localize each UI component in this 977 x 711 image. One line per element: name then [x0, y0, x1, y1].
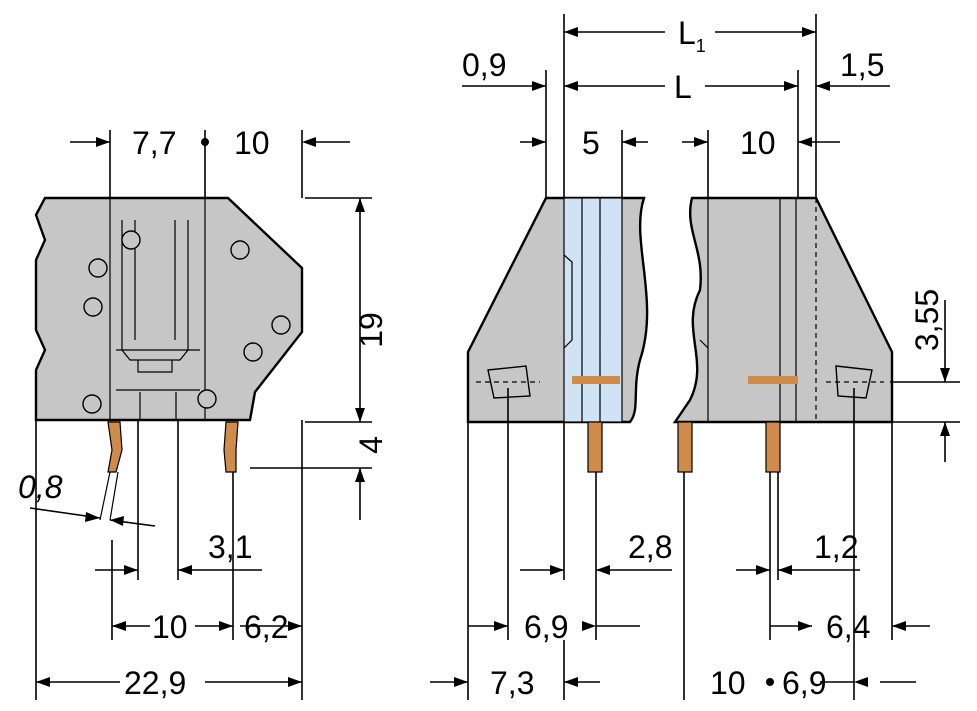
front-view-pin	[587, 421, 603, 473]
side-view-housing	[34, 196, 304, 422]
front-view-marker-left	[487, 365, 531, 399]
dim-2-8: 2,8	[628, 529, 672, 565]
dim-6-9-mid: 6,9	[524, 609, 568, 645]
dim-L: L	[674, 69, 692, 105]
side-view-dimensions: 7,7 10 19 4 0,8 3,1 10 6,2 22,9	[18, 125, 389, 701]
dim-3-1: 3,1	[208, 529, 252, 565]
dim-6-9-bottom: 6,9	[782, 665, 826, 701]
dim-7-7: 7,7	[132, 125, 176, 161]
dim-19: 19	[353, 312, 389, 348]
dim-1-5: 1,5	[840, 47, 884, 83]
dim-6-2: 6,2	[244, 609, 288, 645]
side-view-slot	[109, 198, 206, 420]
side-view-hole	[271, 315, 291, 335]
side-view-hole	[197, 389, 217, 409]
dim-L1: L1	[678, 15, 706, 56]
dim-0-8: 0,8	[18, 469, 63, 505]
dim-4: 4	[353, 436, 389, 454]
front-view-clamp-right	[748, 376, 798, 384]
front-view-pin	[677, 421, 693, 473]
side-view-pin-left	[107, 421, 123, 473]
front-view-dimensions: L1 L 0,9 1,5 5 10 3,55 2,8	[430, 14, 960, 701]
dim-10-top-left: 10	[234, 125, 270, 161]
dim-22-9: 22,9	[124, 665, 186, 701]
side-view-pin-extension	[99, 471, 119, 521]
side-view-hole	[243, 342, 263, 362]
dim-10-bottom-right: 10	[710, 665, 746, 701]
dim-1-2: 1,2	[814, 529, 858, 565]
front-view-clamp-left	[572, 376, 620, 384]
side-view-hole	[121, 230, 141, 250]
dim-0-9: 0,9	[462, 47, 506, 83]
side-view	[34, 196, 304, 521]
side-view-hole	[230, 240, 250, 260]
side-view-hole	[82, 394, 102, 414]
side-view-hole	[83, 297, 103, 317]
front-view	[466, 196, 894, 473]
front-view-pin	[765, 421, 781, 473]
dim-6-4: 6,4	[826, 609, 870, 645]
dim-10-bottom-left: 10	[152, 609, 188, 645]
side-view-pin-right	[223, 421, 239, 473]
dim-10-top-right: 10	[740, 125, 776, 161]
front-view-window	[563, 197, 623, 423]
side-view-hole	[88, 258, 108, 278]
dim-3-55: 3,55	[909, 289, 945, 351]
dim-5: 5	[582, 125, 600, 161]
dim-7-3: 7,3	[490, 665, 534, 701]
